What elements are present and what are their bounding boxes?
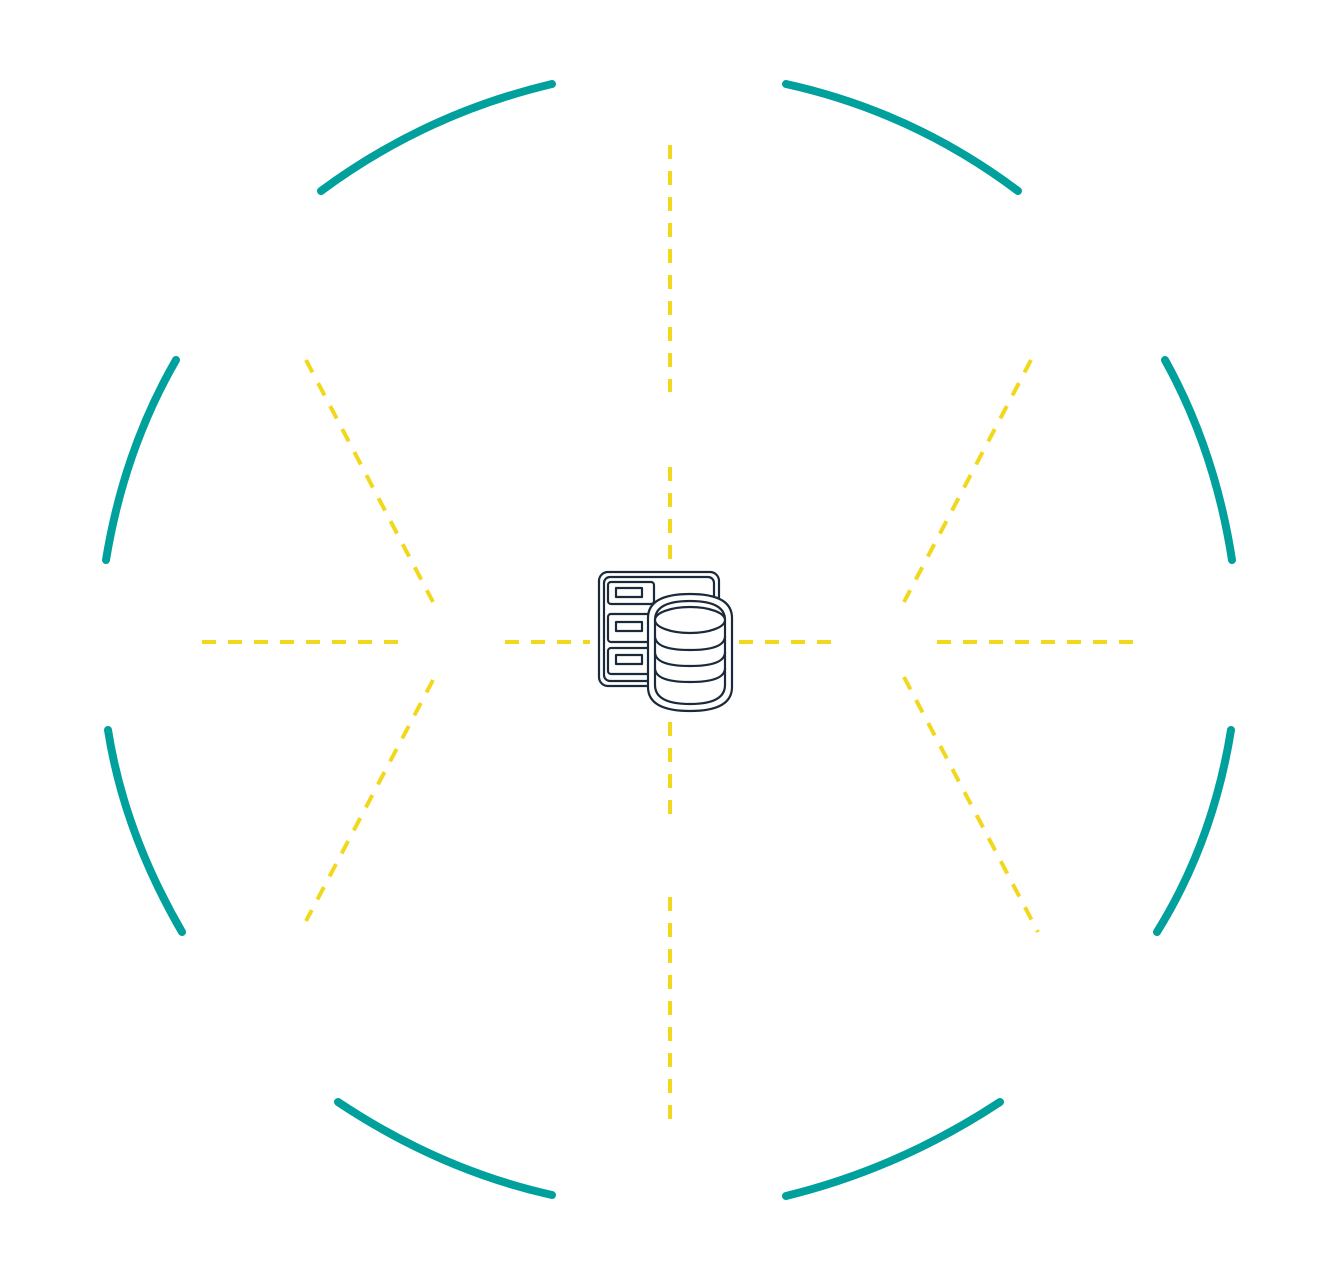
ring-segment-right-upper xyxy=(1161,356,1236,564)
ring-segment-top-left xyxy=(317,80,556,195)
ring-segment-bottom-left xyxy=(334,1098,556,1199)
outer-ring xyxy=(102,80,1236,1200)
spoke-lower-left xyxy=(304,679,435,922)
spoke-upper-left xyxy=(304,359,435,603)
ring-segment-right-lower xyxy=(1153,726,1235,936)
database-server-icon xyxy=(597,570,734,713)
ring-segment-left-lower xyxy=(104,726,186,936)
spokes xyxy=(202,145,1135,1120)
spoke-lower-right xyxy=(902,676,1040,933)
spoke-upper-right xyxy=(902,359,1033,603)
ring-segment-top-right xyxy=(782,80,1022,195)
ring-segment-left-upper xyxy=(102,356,180,564)
ring-segment-bottom-right xyxy=(782,1098,1004,1200)
